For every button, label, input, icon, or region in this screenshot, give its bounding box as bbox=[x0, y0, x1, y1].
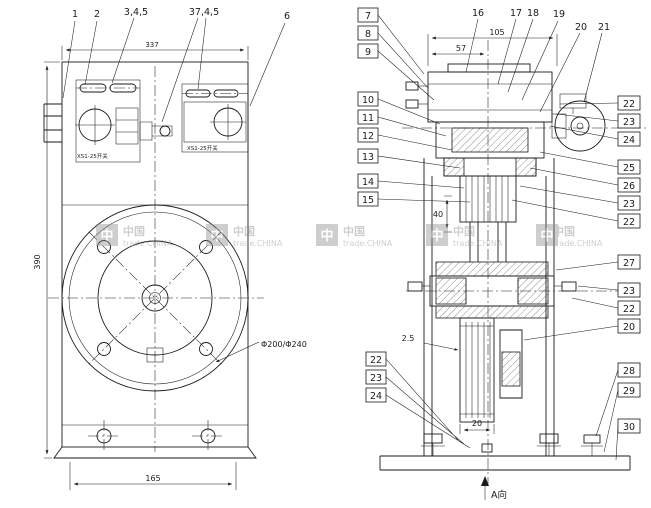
callout-3-4-5: 3,4,5 bbox=[124, 7, 148, 18]
dim-half-width: 57 bbox=[456, 44, 466, 53]
dim-width: 105 bbox=[489, 28, 504, 37]
watermark-glyph: 中 bbox=[540, 228, 553, 244]
watermark-glyph: 中 bbox=[100, 228, 113, 244]
right-view-right-callouts: 22 23 24 25 26 23 22 27 23 22 20 28 29 3… bbox=[511, 95, 641, 461]
watermark-text-en: trade.CHINA bbox=[343, 239, 393, 248]
callout-23-r3: 23 bbox=[623, 286, 635, 297]
callout-23-r1: 23 bbox=[623, 117, 635, 128]
callout-26: 26 bbox=[623, 181, 635, 192]
rope-sheave-side bbox=[459, 317, 523, 423]
callout-22-r2: 22 bbox=[623, 217, 635, 228]
callout-20: 20 bbox=[575, 22, 587, 33]
callout-20-r: 20 bbox=[623, 322, 635, 333]
watermark-text-cn: 中国 bbox=[453, 224, 475, 238]
left-view-centerlines bbox=[48, 66, 264, 452]
callout-17: 17 bbox=[510, 8, 522, 19]
watermark-text-cn: 中国 bbox=[553, 224, 575, 238]
callout-37-4-5: 37,4,5 bbox=[189, 7, 219, 18]
watermark-text-en: trade.CHINA bbox=[233, 239, 283, 248]
callout-22-r1: 22 bbox=[623, 99, 635, 110]
dim-40: 40 bbox=[433, 210, 443, 219]
callout-30: 30 bbox=[623, 422, 635, 433]
watermark-glyph: 中 bbox=[430, 228, 443, 244]
callout-15: 15 bbox=[362, 195, 374, 206]
callout-11: 11 bbox=[362, 113, 374, 124]
dim-groove: 20 bbox=[472, 419, 482, 428]
watermark-logo bbox=[426, 224, 448, 246]
watermark-unit: 中 中国 trade.CHINA bbox=[426, 224, 503, 248]
switch-label-right: XS1-25开关 bbox=[187, 144, 218, 152]
left-view-callouts: 1 2 3,4,5 37,4,5 6 bbox=[62, 7, 290, 123]
right-switch-assembly: XS1-25开关 bbox=[181, 83, 249, 153]
coupling-column bbox=[469, 222, 507, 262]
right-view-lower-left-callouts: 22 23 24 bbox=[365, 351, 471, 449]
dim-base: 165 bbox=[145, 474, 160, 483]
view-direction-marker: A向 bbox=[481, 476, 507, 501]
callout-23-ll: 23 bbox=[370, 373, 382, 384]
callout-25: 25 bbox=[623, 163, 635, 174]
callout-14: 14 bbox=[362, 177, 374, 188]
watermark-logo bbox=[316, 224, 338, 246]
watermark-logo bbox=[96, 224, 118, 246]
watermark-text-cn: 中国 bbox=[343, 224, 365, 238]
watermark-unit: 中 中国 trade.CHINA bbox=[316, 224, 393, 248]
watermark-unit: 中 中国 trade.CHINA bbox=[536, 224, 603, 248]
watermark-text-en: trade.CHINA bbox=[123, 239, 173, 248]
dim-top: 337 bbox=[145, 41, 158, 49]
right-view-top-callouts: 16 17 18 19 20 21 bbox=[465, 8, 610, 113]
view-arrow-label: A向 bbox=[491, 489, 507, 501]
watermark-text-en: trade.CHINA bbox=[453, 239, 503, 248]
watermark: 中 中国 trade.CHINA 中 中国 trade.CHINA 中 中国 t… bbox=[96, 224, 603, 248]
watermark-glyph: 中 bbox=[320, 228, 333, 244]
callout-12: 12 bbox=[362, 131, 374, 142]
callout-6: 6 bbox=[284, 11, 290, 22]
callout-22-ll: 22 bbox=[370, 355, 382, 366]
watermark-text-cn: 中国 bbox=[233, 224, 255, 238]
callout-24-r: 24 bbox=[623, 135, 635, 146]
left-switch-assembly: XS1-25开关 bbox=[75, 79, 141, 163]
middle-linkage bbox=[139, 121, 173, 141]
callout-1: 1 bbox=[72, 9, 78, 20]
callout-2: 2 bbox=[94, 9, 100, 20]
motor-sheave-front bbox=[61, 204, 249, 392]
watermark-logo bbox=[206, 224, 228, 246]
brake-handwheel bbox=[551, 93, 606, 152]
right-view-left-callouts: 7 8 9 10 11 12 13 14 15 bbox=[357, 7, 471, 207]
callout-19: 19 bbox=[553, 9, 565, 20]
watermark-logo bbox=[536, 224, 558, 246]
watermark-unit: 中 中国 trade.CHINA bbox=[206, 224, 283, 248]
switch-label-left: XS1-25开关 bbox=[77, 152, 108, 160]
callout-9: 9 bbox=[365, 47, 371, 58]
callout-24-ll: 24 bbox=[370, 391, 382, 402]
callout-28: 28 bbox=[623, 366, 635, 377]
watermark-text-cn: 中国 bbox=[123, 224, 145, 238]
callout-16: 16 bbox=[472, 8, 484, 19]
motor-brake-section bbox=[405, 63, 553, 223]
frame-and-base bbox=[379, 158, 631, 471]
callout-10: 10 bbox=[362, 95, 374, 106]
dim-sheave-diameter: Φ200/Φ240 bbox=[261, 340, 307, 349]
callout-7: 7 bbox=[365, 11, 371, 22]
callout-18: 18 bbox=[527, 8, 539, 19]
callout-22-r3: 22 bbox=[623, 304, 635, 315]
right-view-dimensions: 105 57 40 2.5 20 bbox=[402, 28, 558, 434]
callout-8: 8 bbox=[365, 29, 371, 40]
left-view-dimensions: 337 390 165 Φ200/Φ240 bbox=[33, 41, 307, 490]
right-view: 105 57 40 2.5 20 A向 16 17 18 19 20 bbox=[357, 7, 646, 501]
callout-29: 29 bbox=[623, 386, 635, 397]
watermark-unit: 中 中国 trade.CHINA bbox=[96, 224, 173, 248]
callout-27: 27 bbox=[623, 258, 635, 269]
callout-13: 13 bbox=[362, 152, 374, 163]
dim-2-5: 2.5 bbox=[402, 334, 415, 343]
callout-21: 21 bbox=[598, 22, 610, 33]
watermark-glyph: 中 bbox=[210, 228, 223, 244]
bearing-block-section bbox=[407, 261, 577, 319]
watermark-text-en: trade.CHINA bbox=[553, 239, 603, 248]
left-view-plate bbox=[43, 61, 257, 459]
dim-height: 390 bbox=[33, 254, 42, 269]
left-view: XS1-25开关 XS1-25开关 bbox=[33, 7, 307, 490]
callout-23-r2: 23 bbox=[623, 199, 635, 210]
